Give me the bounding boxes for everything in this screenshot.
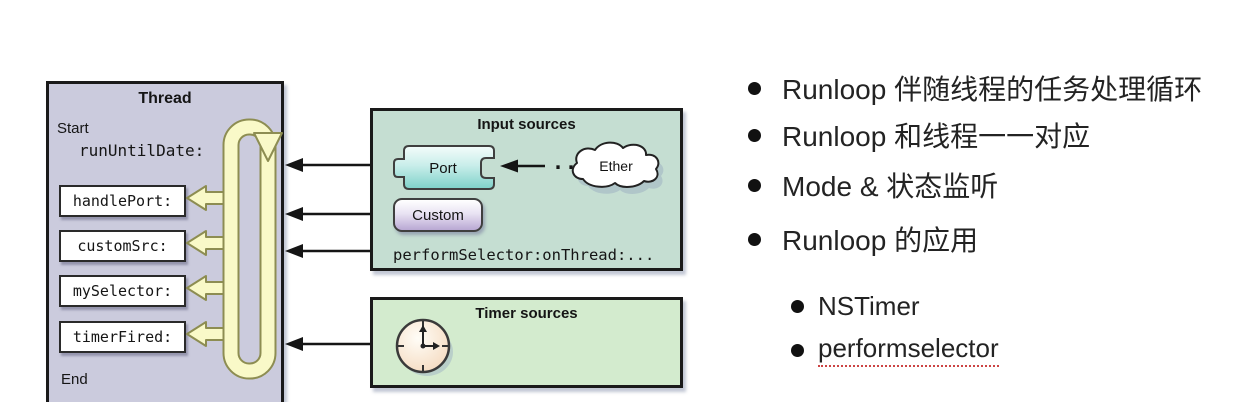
timer-sources-box: Timer sources xyxy=(370,297,683,388)
note-text: Mode & 状态监听 xyxy=(782,171,999,202)
perform-selector-label: performSelector:onThread:... xyxy=(393,246,655,264)
handler-box-myselector: mySelector: xyxy=(59,275,186,307)
ether-label: Ether xyxy=(599,158,633,174)
list-item: NSTimer xyxy=(791,286,920,326)
bullet-icon xyxy=(748,128,761,142)
thread-end-label: End xyxy=(61,371,88,388)
bullet-icon xyxy=(791,299,804,313)
run-until-date-label: runUntilDate: xyxy=(79,141,205,160)
port-label: Port xyxy=(429,160,457,177)
note-text: Runloop 的应用 xyxy=(782,225,979,256)
timer-sources-art xyxy=(395,318,453,376)
source-arrowheads xyxy=(285,158,303,351)
bullet-icon xyxy=(748,178,761,192)
bullet-icon xyxy=(791,343,804,357)
input-sources-title: Input sources xyxy=(477,116,576,133)
list-item: Runloop 伴随线程的任务处理循环 xyxy=(748,68,1202,108)
list-item: Mode & 状态监听 xyxy=(748,165,998,205)
list-item: performselector xyxy=(791,330,999,370)
arrowhead-left-icon xyxy=(285,244,303,258)
clock-icon xyxy=(395,318,451,374)
timer-sources-title: Timer sources xyxy=(475,305,578,322)
thread-box: Thread Start runUntilDate: handlePort: c… xyxy=(46,81,284,402)
arrowhead-left-icon xyxy=(285,207,303,221)
custom-source-chip: Custom xyxy=(393,198,483,232)
handler-box-handleport: handlePort: xyxy=(59,185,186,217)
ether-cloud xyxy=(571,141,660,188)
source-arrows xyxy=(300,163,371,346)
thread-start-label: Start xyxy=(57,120,89,137)
bullet-icon xyxy=(748,81,761,95)
arrowhead-left-icon xyxy=(285,337,303,351)
note-text: NSTimer xyxy=(818,290,920,321)
arrowhead-left-icon xyxy=(285,158,303,172)
port-source-shape xyxy=(393,145,495,190)
note-text: Runloop 和线程一一对应 xyxy=(782,121,1091,152)
note-text-spellcheck-underline: performselector xyxy=(818,333,999,367)
handler-box-timerfired: timerFired: xyxy=(59,321,186,353)
input-sources-box: Port ... Ether Input sources Custom perf… xyxy=(370,108,683,271)
handler-box-customsrc: customSrc: xyxy=(59,230,186,262)
arrowhead-left-icon xyxy=(500,159,518,173)
bullet-icon xyxy=(748,232,761,246)
note-text: Runloop 伴随线程的任务处理循环 xyxy=(782,74,1203,105)
list-item: Runloop 的应用 xyxy=(748,219,978,259)
input-sources-art: Port ... Ether xyxy=(393,141,664,194)
thread-title: Thread xyxy=(138,90,192,107)
list-item: Runloop 和线程一一对应 xyxy=(748,115,1090,155)
